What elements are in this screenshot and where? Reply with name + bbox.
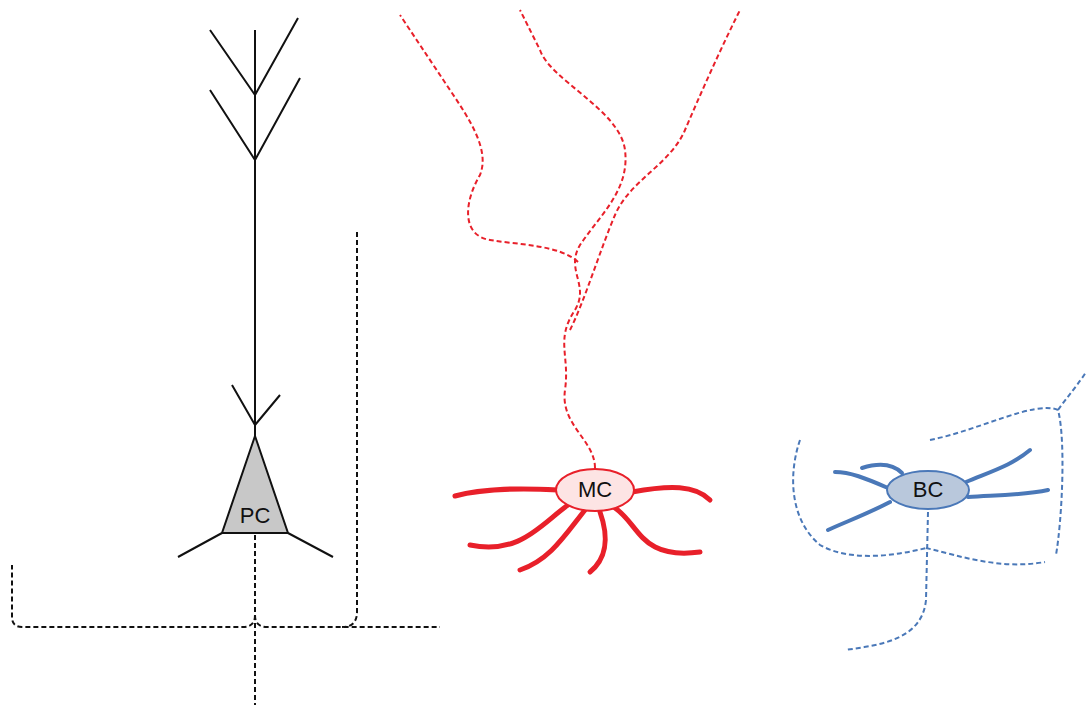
pyramidal-dendrites [178, 18, 333, 557]
pyramidal-cell-body: PC [222, 436, 288, 533]
basket-cell-body: BC [886, 470, 970, 510]
martinotti-cell-body: MC [555, 468, 635, 512]
cell-label: MC [578, 479, 612, 501]
cell-label: BC [913, 479, 944, 501]
martinotti-axon [400, 10, 740, 468]
cell-label: PC [240, 505, 271, 527]
pyramidal-axon [12, 232, 440, 705]
basket-axon [793, 372, 1086, 650]
basket-dendrites [828, 450, 1048, 530]
